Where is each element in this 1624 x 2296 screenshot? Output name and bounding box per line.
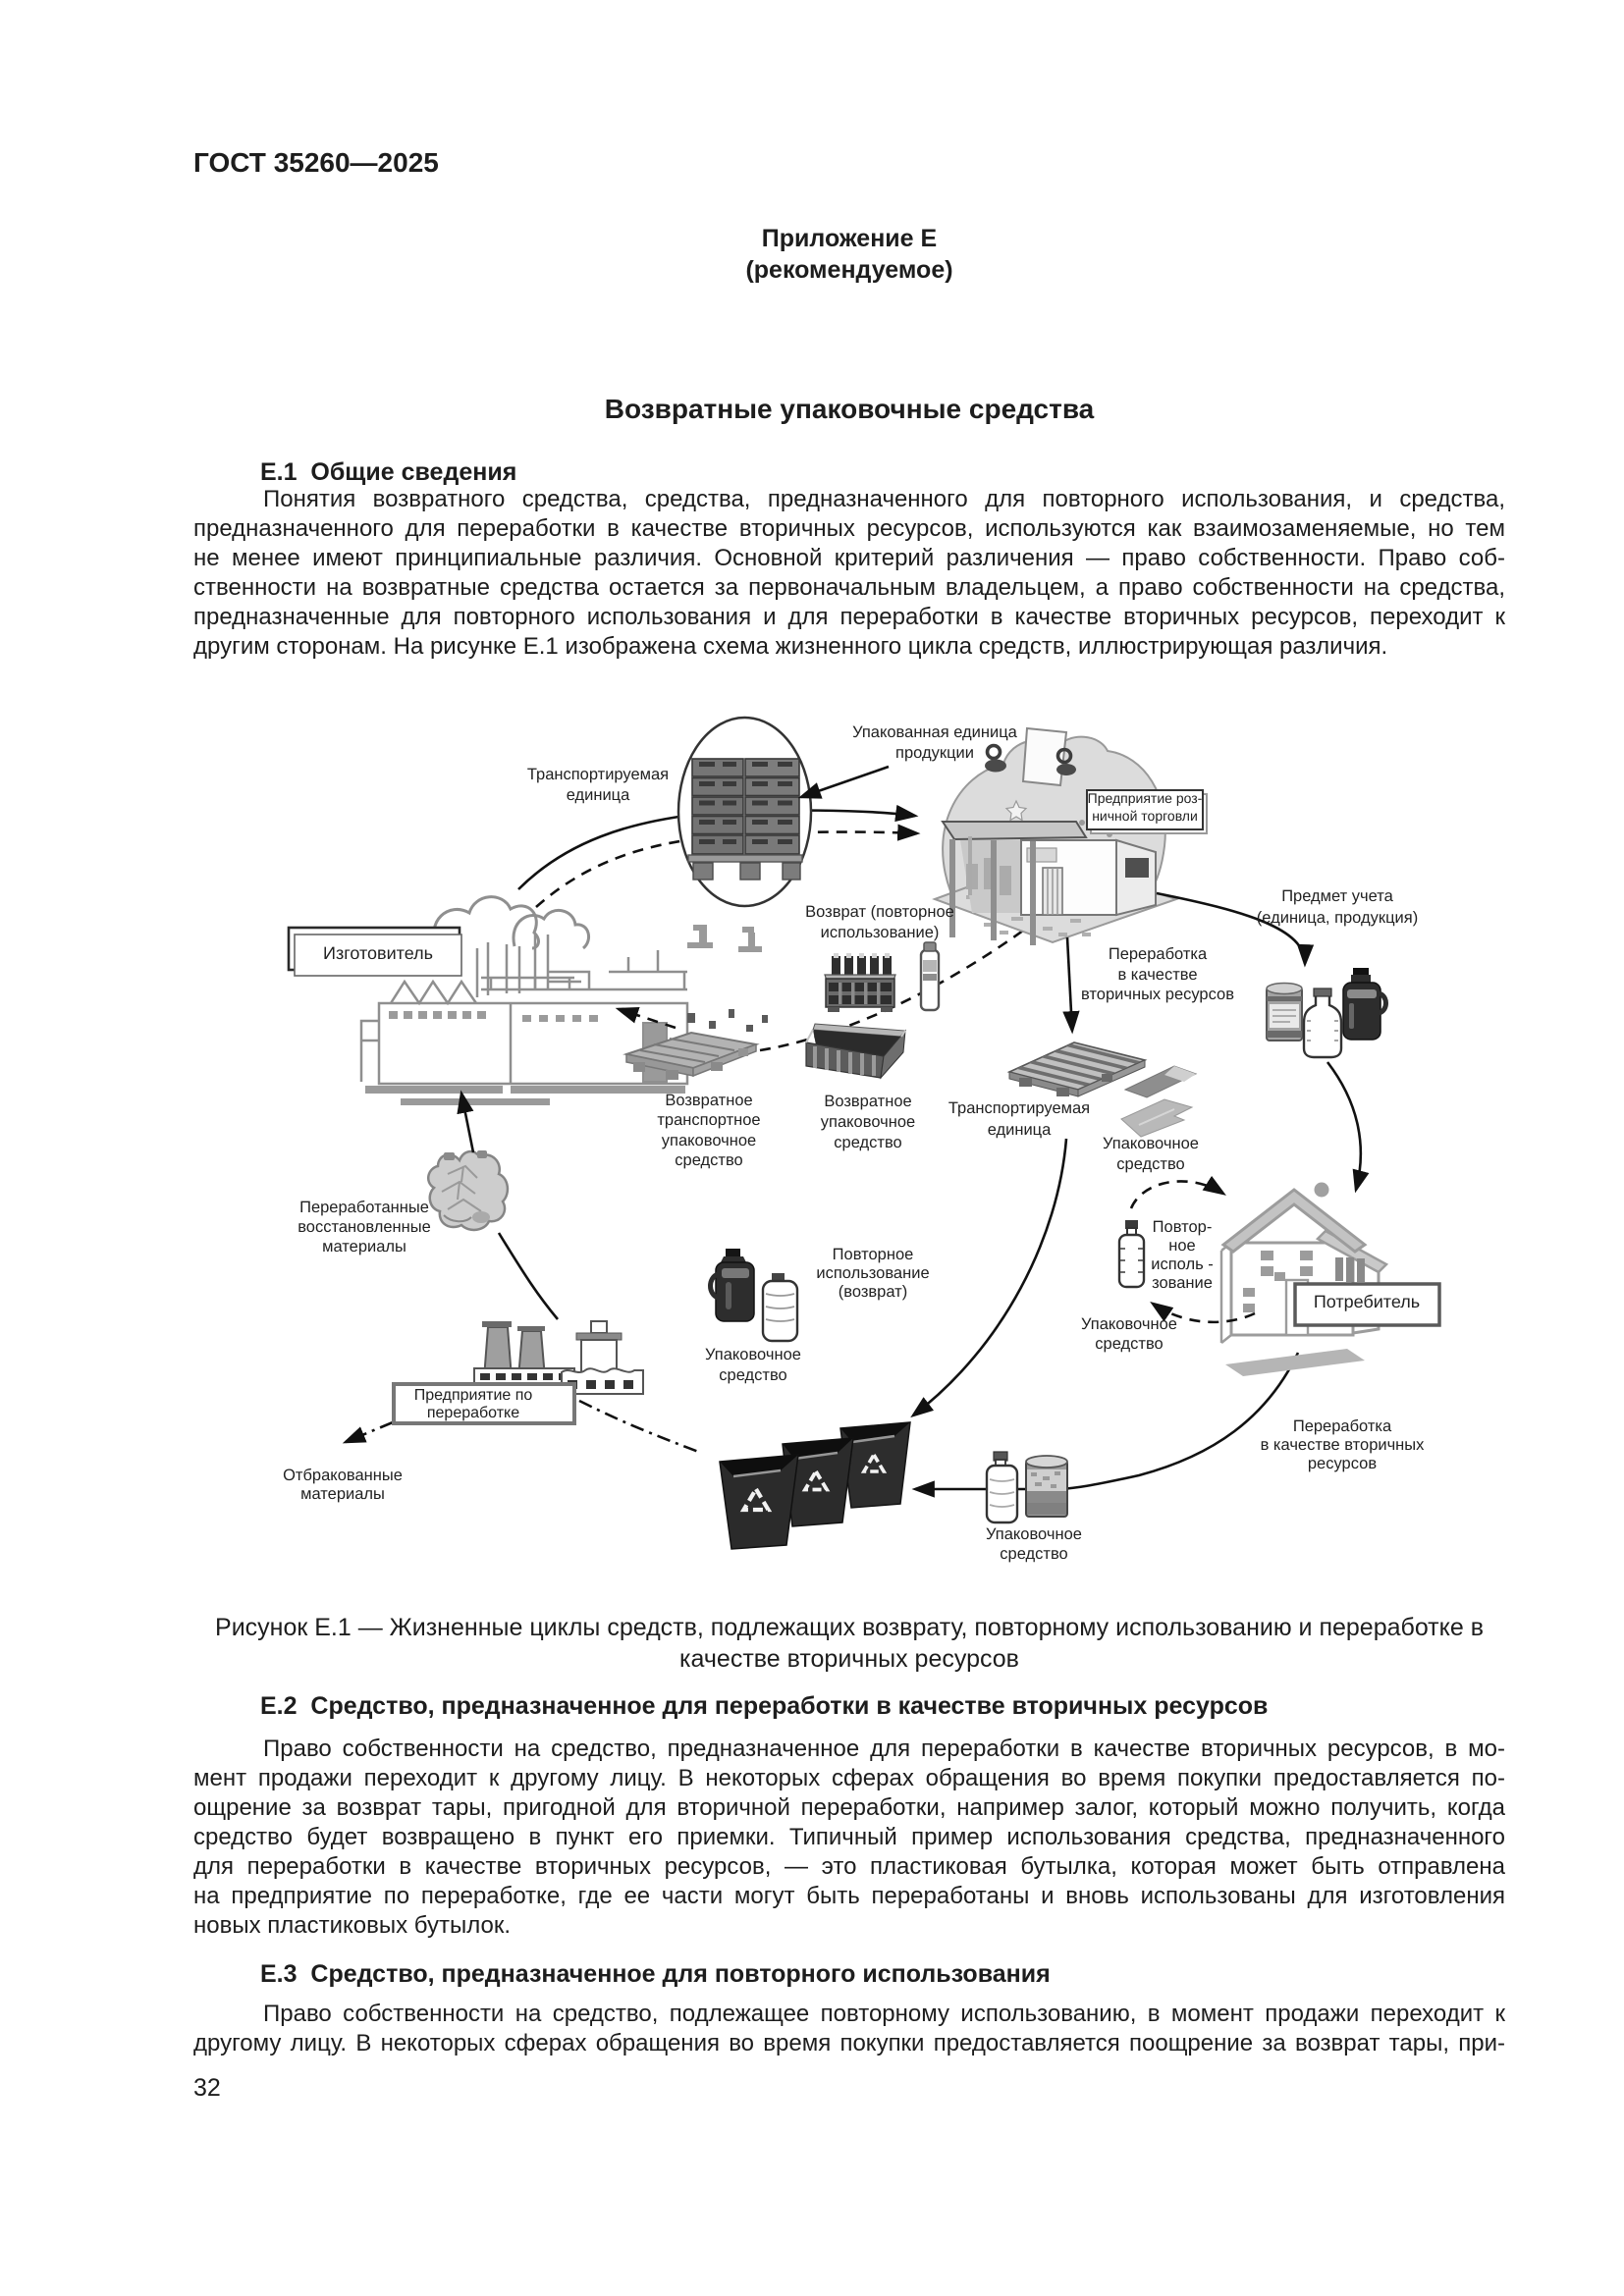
svg-text:ничной торговли: ничной торговли — [1092, 808, 1198, 824]
svg-text:Упаковочное: Упаковочное — [986, 1525, 1082, 1543]
svg-text:средство: средство — [1000, 1545, 1067, 1563]
svg-text:в качестве: в качестве — [1117, 966, 1197, 984]
svg-text:Транспортируемая: Транспортируемая — [948, 1099, 1090, 1117]
svg-text:материалы: материалы — [300, 1485, 385, 1503]
svg-text:переработке: переработке — [427, 1405, 519, 1421]
svg-text:Возвратное: Возвратное — [665, 1092, 752, 1109]
svg-text:упаковочное: упаковочное — [662, 1132, 756, 1149]
svg-text:восстановленные: восстановленные — [298, 1218, 431, 1236]
svg-text:(возврат): (возврат) — [839, 1283, 907, 1301]
svg-text:единица: единица — [567, 786, 630, 804]
svg-text:использование): использование) — [821, 924, 940, 941]
svg-text:средство: средство — [675, 1151, 742, 1169]
svg-text:продукции: продукции — [895, 744, 974, 762]
svg-text:(единица, продукция): (единица, продукция) — [1257, 909, 1418, 927]
svg-text:Отбракованные: Отбракованные — [283, 1467, 403, 1484]
svg-text:Потребитель: Потребитель — [1314, 1292, 1420, 1311]
svg-text:Упакованная единица: Упакованная единица — [852, 723, 1018, 741]
svg-text:Упаковочное: Упаковочное — [1081, 1315, 1177, 1333]
svg-text:зование: зование — [1152, 1274, 1213, 1292]
svg-text:Упаковочное: Упаковочное — [705, 1346, 801, 1363]
svg-text:Переработка: Переработка — [1293, 1417, 1392, 1435]
svg-text:Предприятие роз-: Предприятие роз- — [1088, 790, 1203, 806]
svg-text:ресурсов: ресурсов — [1308, 1455, 1377, 1472]
svg-text:средство: средство — [719, 1366, 786, 1384]
svg-text:исполь -: исполь - — [1151, 1255, 1214, 1273]
svg-text:Упаковочное: Упаковочное — [1103, 1135, 1199, 1152]
svg-text:Повторное: Повторное — [833, 1246, 914, 1263]
svg-text:Переработанные: Переработанные — [299, 1199, 429, 1216]
svg-text:средство: средство — [1116, 1155, 1184, 1173]
svg-text:упаковочное: упаковочное — [821, 1113, 915, 1131]
svg-text:транспортное: транспортное — [657, 1111, 760, 1129]
svg-text:Изготовитель: Изготовитель — [323, 943, 433, 963]
svg-text:материалы: материалы — [322, 1238, 406, 1255]
svg-text:Возвратное: Возвратное — [824, 1093, 911, 1110]
svg-text:средство: средство — [1095, 1335, 1163, 1353]
svg-text:использование: использование — [816, 1264, 929, 1282]
svg-text:Транспортируемая: Транспортируемая — [527, 766, 669, 783]
svg-text:средство: средство — [834, 1134, 901, 1151]
svg-text:в качестве вторичных: в качестве вторичных — [1261, 1436, 1426, 1454]
svg-text:единица: единица — [988, 1121, 1052, 1139]
svg-text:Повтор-: Повтор- — [1153, 1218, 1213, 1236]
svg-text:Возврат (повторное: Возврат (повторное — [805, 903, 954, 921]
svg-text:Предприятие по: Предприятие по — [414, 1387, 533, 1404]
svg-text:Предмет учета: Предмет учета — [1281, 887, 1393, 905]
svg-text:ное: ное — [1168, 1237, 1195, 1255]
svg-text:Переработка: Переработка — [1109, 945, 1208, 963]
svg-text:вторичных ресурсов: вторичных ресурсов — [1081, 986, 1234, 1003]
